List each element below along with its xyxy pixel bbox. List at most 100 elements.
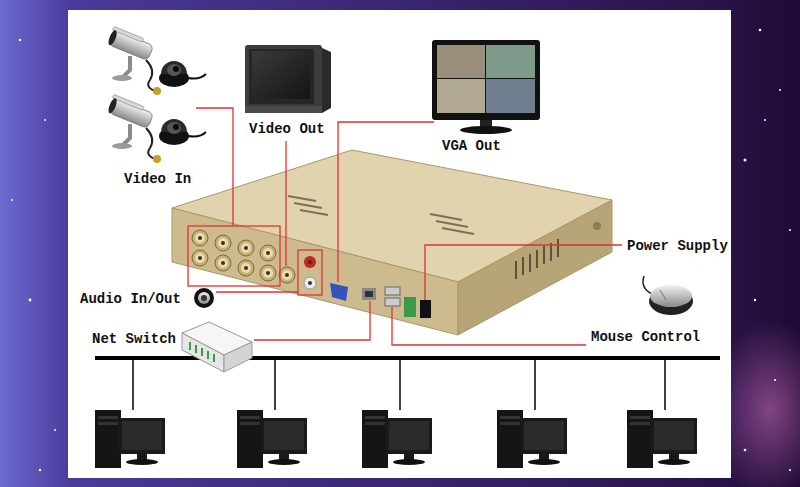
bnc-connector	[260, 265, 276, 281]
terminal-block	[404, 297, 416, 317]
lcd-monitor	[437, 79, 485, 113]
leader-line	[285, 141, 286, 266]
usb-port	[385, 298, 400, 306]
star	[54, 429, 56, 431]
net-switch-icon	[224, 342, 252, 372]
dvr-box	[593, 222, 601, 230]
net-switch-icon	[182, 322, 252, 372]
star	[789, 229, 791, 231]
computer-icon	[497, 410, 567, 468]
rca-connector	[304, 277, 316, 289]
mouse-icon	[643, 276, 693, 315]
dvr-box	[300, 210, 328, 215]
computer-icon	[95, 410, 165, 468]
microphone-icon	[194, 288, 214, 308]
star	[39, 469, 41, 471]
bnc-connector	[238, 260, 254, 276]
dvr-box	[529, 254, 531, 272]
star	[759, 29, 762, 32]
usb-port	[385, 287, 400, 295]
bullet-camera	[107, 26, 161, 95]
white-panel	[68, 10, 731, 478]
network-drop	[534, 358, 536, 410]
dvr-box	[536, 250, 538, 268]
rca-connector	[304, 256, 316, 268]
bullet-camera	[107, 94, 161, 163]
dome-camera	[159, 119, 206, 145]
dvr-box	[442, 228, 474, 234]
star	[754, 299, 756, 301]
network-drop	[664, 358, 666, 410]
leader-line	[425, 245, 622, 300]
rca-connector	[304, 256, 316, 289]
leader-line	[216, 291, 298, 292]
dvr-box	[543, 246, 545, 264]
dvr-box	[172, 208, 458, 335]
dvr-box	[288, 196, 316, 201]
crt-monitor	[252, 51, 310, 99]
crt-monitor	[245, 45, 322, 113]
net-switch-icon	[213, 354, 215, 362]
leader-line	[338, 122, 434, 282]
dome-camera	[159, 61, 206, 87]
dvr-box	[436, 221, 468, 227]
ethernet-port	[365, 291, 373, 297]
dvr-box	[522, 257, 524, 275]
net-switch-icon	[190, 342, 214, 362]
ethernet-port	[362, 288, 376, 300]
callout-label: Video Out	[249, 121, 325, 137]
dvr-box	[515, 261, 517, 279]
dvr-box	[557, 239, 559, 257]
star	[744, 159, 747, 162]
lcd-monitor	[432, 40, 540, 134]
usb-port	[385, 287, 400, 306]
rca-connector	[308, 281, 312, 285]
net-switch-icon	[195, 345, 197, 353]
star	[764, 119, 766, 121]
leader-line	[188, 108, 622, 345]
microphone-icon	[198, 292, 210, 304]
lcd-monitor	[486, 45, 535, 78]
mouse-icon	[650, 285, 692, 307]
star	[774, 379, 776, 381]
rca-connector	[308, 260, 312, 264]
dvr-box	[294, 203, 322, 208]
mouse-icon	[660, 290, 666, 300]
net-switch-icon	[182, 333, 224, 372]
bullet-camera	[107, 26, 161, 163]
network-drop	[132, 358, 134, 410]
dvr-box	[550, 243, 552, 261]
star	[11, 199, 13, 201]
computer-icon	[95, 410, 697, 468]
mouse-icon	[643, 276, 652, 294]
network-drop	[274, 358, 276, 410]
lcd-monitor	[486, 79, 535, 113]
dome-camera	[159, 61, 206, 145]
microphone-icon	[194, 288, 214, 308]
leader-line	[254, 301, 370, 340]
crt-monitor	[249, 49, 314, 104]
leader-line	[188, 226, 280, 286]
callout-label: Power Supply	[627, 238, 728, 254]
network-drop	[399, 358, 401, 410]
computer-icon	[627, 410, 697, 468]
callout-label: Video In	[124, 171, 191, 187]
crt-monitor	[245, 45, 331, 113]
microphone-icon	[201, 295, 207, 301]
crt-monitor	[322, 48, 331, 113]
bnc-connector	[215, 235, 231, 251]
ethernet-port	[362, 288, 376, 300]
leader-line	[392, 307, 586, 345]
lcd-monitor	[432, 40, 540, 120]
bnc-connector	[279, 267, 295, 283]
callout-label: Net Switch	[92, 331, 176, 347]
callout-label: Audio In/Out	[80, 291, 181, 307]
star	[789, 469, 791, 471]
leader-line	[196, 108, 233, 226]
star	[29, 299, 32, 302]
net-switch-icon	[207, 351, 209, 359]
star	[779, 89, 781, 91]
